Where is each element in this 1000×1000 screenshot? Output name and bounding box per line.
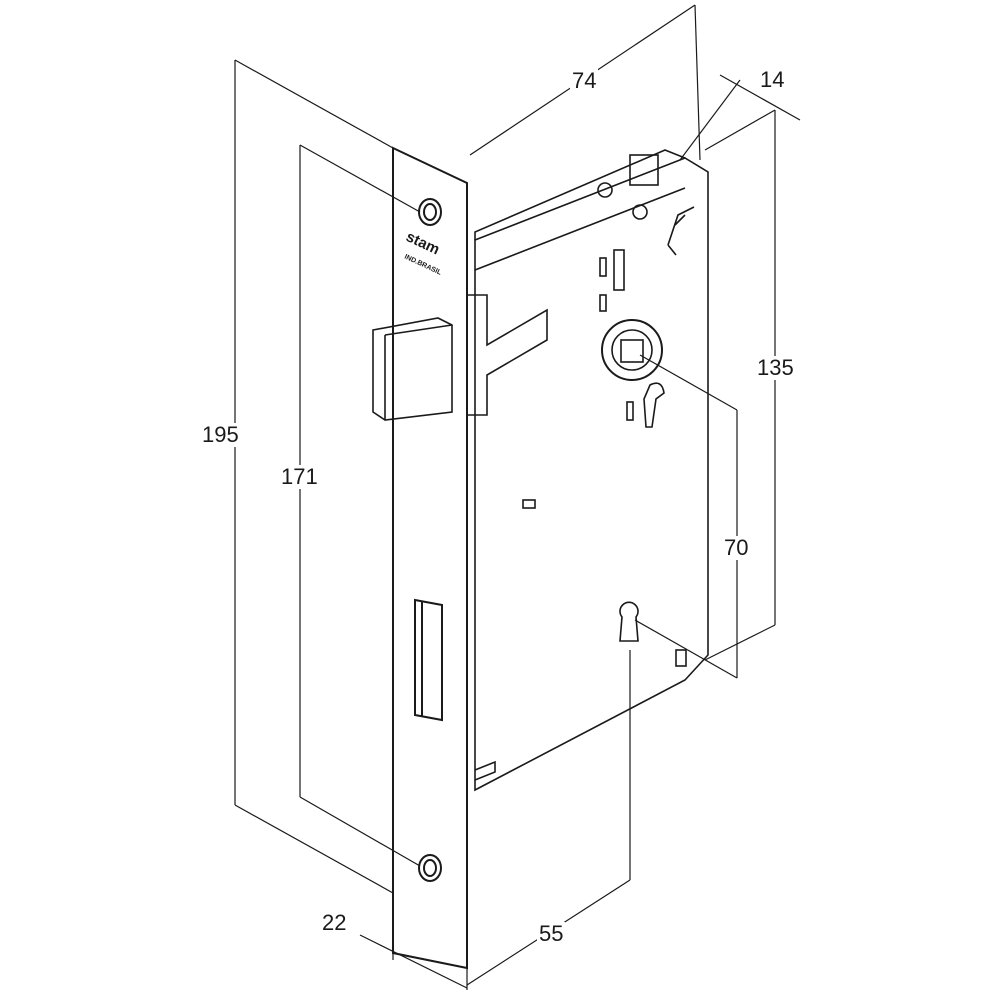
dim-195: 195 (200, 422, 241, 447)
faceplate (392, 146, 468, 970)
svg-text:IND.BRASIL: IND.BRASIL (403, 253, 443, 277)
dim-74: 74 (570, 68, 599, 93)
dim-55: 55 (537, 921, 566, 946)
dimension-lines (234, 4, 801, 990)
dim-14: 14 (758, 67, 787, 92)
lock-case (474, 149, 709, 792)
dim-22: 22 (320, 910, 349, 935)
brand-logo: stam IND.BRASIL (403, 228, 443, 277)
dim-135: 135 (755, 355, 796, 380)
dim-171: 171 (279, 464, 320, 489)
dim-70: 70 (722, 535, 751, 560)
latch-bolt (372, 294, 548, 421)
